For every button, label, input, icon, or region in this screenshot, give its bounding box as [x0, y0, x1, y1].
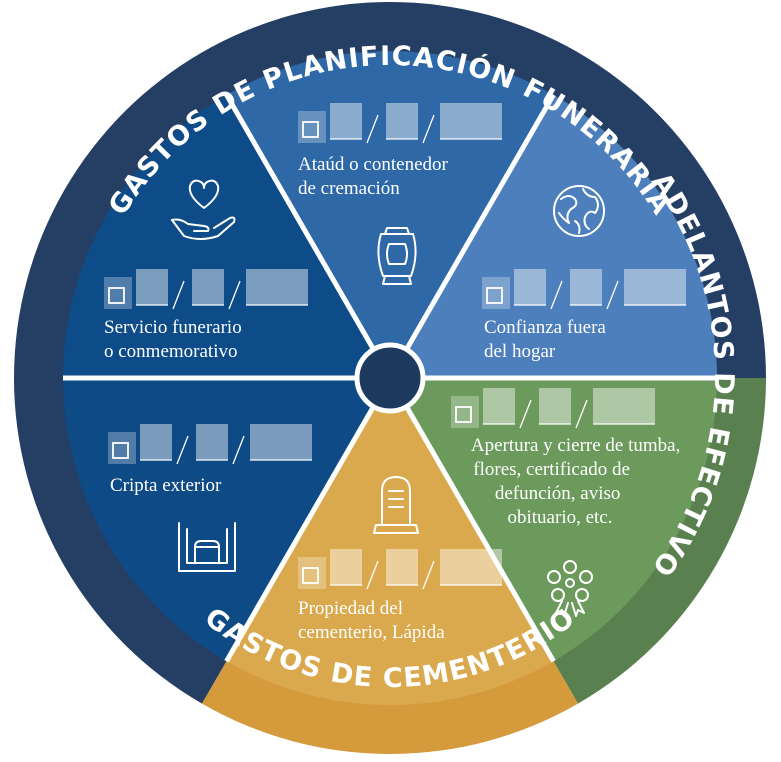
- date-separator: [176, 435, 189, 465]
- burial-vault-icon: [178, 522, 236, 572]
- segment-service: [63, 94, 390, 378]
- fill-in-field-group: [108, 424, 312, 465]
- date-separator: [575, 399, 588, 429]
- segment-divider: [387, 93, 556, 380]
- segment-casket: [226, 50, 554, 378]
- blank-field[interactable]: [136, 269, 168, 305]
- checkbox[interactable]: [302, 121, 319, 138]
- segment-divider: [224, 93, 393, 380]
- date-separator: [366, 560, 379, 590]
- segment-crypt: [63, 378, 390, 662]
- segment-cash-advances: [390, 378, 717, 662]
- date-separator: [606, 280, 619, 310]
- segment-divider: [224, 376, 393, 663]
- blank-field[interactable]: [624, 269, 686, 305]
- segment-travel: [390, 94, 717, 378]
- blank-field[interactable]: [386, 103, 418, 139]
- label-travel: Confianza fuera del hogar: [484, 317, 611, 362]
- blank-field[interactable]: [192, 269, 224, 305]
- blank-field[interactable]: [196, 424, 228, 460]
- checkbox[interactable]: [302, 567, 319, 584]
- label-service: Servicio funerario o conmemorativo: [104, 317, 246, 362]
- label-cemetery-property: Propiedad del cementerio, Lápida: [298, 598, 445, 643]
- date-separator: [228, 280, 241, 310]
- blank-field[interactable]: [483, 388, 515, 424]
- blank-field[interactable]: [593, 388, 655, 424]
- blank-field[interactable]: [570, 269, 602, 305]
- blank-field[interactable]: [440, 103, 502, 139]
- label-crypt: Cripta exterior: [110, 475, 222, 496]
- date-separator: [519, 399, 532, 429]
- checkbox[interactable]: [112, 442, 129, 459]
- heart-hand-icon: [171, 179, 236, 240]
- blank-field[interactable]: [246, 269, 308, 305]
- globe-icon: [553, 185, 605, 237]
- segment-labels: Ataúd o contenedor de cremación Confianz…: [104, 154, 685, 643]
- blank-field[interactable]: [330, 103, 362, 139]
- date-separator: [366, 114, 379, 144]
- headstone-icon: [373, 476, 419, 534]
- checkbox[interactable]: [486, 287, 503, 304]
- fill-in-field-group: [298, 549, 502, 590]
- urn-icon: [377, 227, 417, 285]
- fill-in-fields: [104, 103, 686, 590]
- date-separator: [232, 435, 245, 465]
- blank-field[interactable]: [539, 388, 571, 424]
- flower-wreath-icon: [547, 560, 593, 617]
- fill-in-field-group: [482, 269, 686, 310]
- blank-field[interactable]: [250, 424, 312, 460]
- ring-band-cemetery: [202, 659, 578, 754]
- blank-field[interactable]: [440, 549, 502, 585]
- label-casket: Ataúd o contenedor de cremación: [298, 154, 453, 199]
- segment-divider: [387, 376, 556, 663]
- blank-field[interactable]: [514, 269, 546, 305]
- date-separator: [422, 560, 435, 590]
- blank-field[interactable]: [330, 549, 362, 585]
- date-separator: [550, 280, 563, 310]
- checkbox[interactable]: [455, 406, 472, 423]
- segments: [63, 50, 717, 705]
- date-separator: [172, 280, 185, 310]
- segment-dividers: [63, 93, 717, 663]
- fill-in-field-group: [451, 388, 655, 429]
- fill-in-field-group: [104, 269, 308, 310]
- date-separator: [422, 114, 435, 144]
- label-cash-advances: Apertura y cierre de tumba, flores, cert…: [471, 435, 685, 528]
- segment-cemetery-property: [226, 378, 554, 705]
- center-hub: [354, 342, 426, 414]
- fill-in-field-group: [298, 103, 502, 144]
- checkbox[interactable]: [108, 287, 125, 304]
- blank-field[interactable]: [140, 424, 172, 460]
- blank-field[interactable]: [386, 549, 418, 585]
